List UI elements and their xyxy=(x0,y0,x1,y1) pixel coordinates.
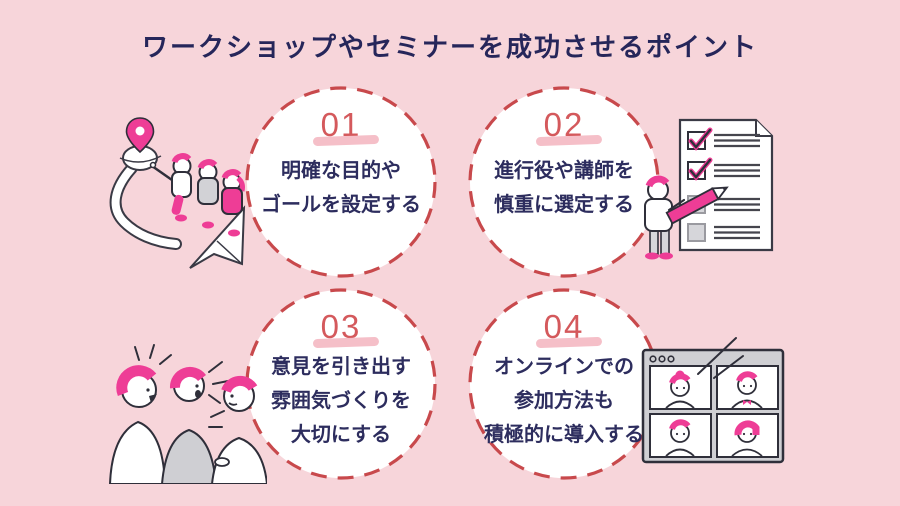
discussion-illustration xyxy=(108,344,267,484)
point-card-02: 02 進行役や講師を 慎重に選定する xyxy=(468,86,660,278)
checklist-illustration xyxy=(644,118,774,260)
person-pointing xyxy=(149,153,192,222)
page-title: ワークショップやセミナーを成功させるポイント xyxy=(141,32,758,62)
emphasis-lines xyxy=(697,337,744,379)
point-text: 進行役や講師を 慎重に選定する xyxy=(494,154,634,222)
person-right xyxy=(221,169,245,237)
point-text-line: 慎重に選定する xyxy=(494,194,634,216)
dashed-circle xyxy=(245,86,437,278)
point-card-01: 01 明確な目的や ゴールを設定する xyxy=(245,86,437,278)
video-tile-man-bowtie xyxy=(716,365,779,410)
checkbox-row-checked xyxy=(687,127,760,151)
journey-arrow-illustration xyxy=(109,117,246,269)
location-pin-icon xyxy=(125,117,155,154)
point-card-03: 03 意見を引き出す 雰囲気づくりを 大切にする xyxy=(245,288,437,480)
video-tile-person xyxy=(649,413,712,458)
point-card-04: 04 オンラインでの 参加方法も 積極的に導入する xyxy=(468,288,660,480)
point-text-line: 大切にする xyxy=(290,424,392,446)
person-middle xyxy=(160,366,218,484)
emphasis-lines xyxy=(134,344,229,428)
checklist-document xyxy=(678,118,774,252)
number-underline xyxy=(312,336,380,349)
video-tile-woman-bob xyxy=(716,413,779,458)
point-text-line: 積極的に導入する xyxy=(484,424,644,446)
point-text-line: 明確な目的や xyxy=(281,160,401,182)
video-call-illustration xyxy=(641,337,785,464)
checkbox-row-checked xyxy=(687,157,760,181)
person-middle xyxy=(197,159,219,229)
point-text-line: オンラインでの xyxy=(494,356,634,378)
person-left xyxy=(108,365,167,484)
point-text-line: 雰囲気づくりを xyxy=(271,390,411,412)
person-with-pencil xyxy=(644,175,729,260)
point-text: オンラインでの 参加方法も 積極的に導入する xyxy=(484,350,644,452)
checkbox-row-empty xyxy=(687,223,760,242)
number-underline xyxy=(312,134,380,147)
point-text: 明確な目的や ゴールを設定する xyxy=(261,154,421,222)
globe-icon xyxy=(119,145,162,171)
point-text-line: 参加方法も xyxy=(514,390,614,412)
point-text-line: 意見を引き出す xyxy=(271,356,411,378)
paper-arrow xyxy=(189,205,246,269)
number-underline xyxy=(535,336,603,349)
pencil-icon xyxy=(665,186,729,225)
number-underline xyxy=(535,134,603,147)
point-text-line: 進行役や講師を xyxy=(494,160,634,182)
point-text-line: ゴールを設定する xyxy=(261,194,421,216)
dashed-circle xyxy=(245,288,437,480)
winding-path xyxy=(109,162,182,250)
point-text: 意見を引き出す 雰囲気づくりを 大切にする xyxy=(271,350,411,452)
person-right xyxy=(210,375,267,484)
video-tile-woman-bun xyxy=(649,365,712,410)
